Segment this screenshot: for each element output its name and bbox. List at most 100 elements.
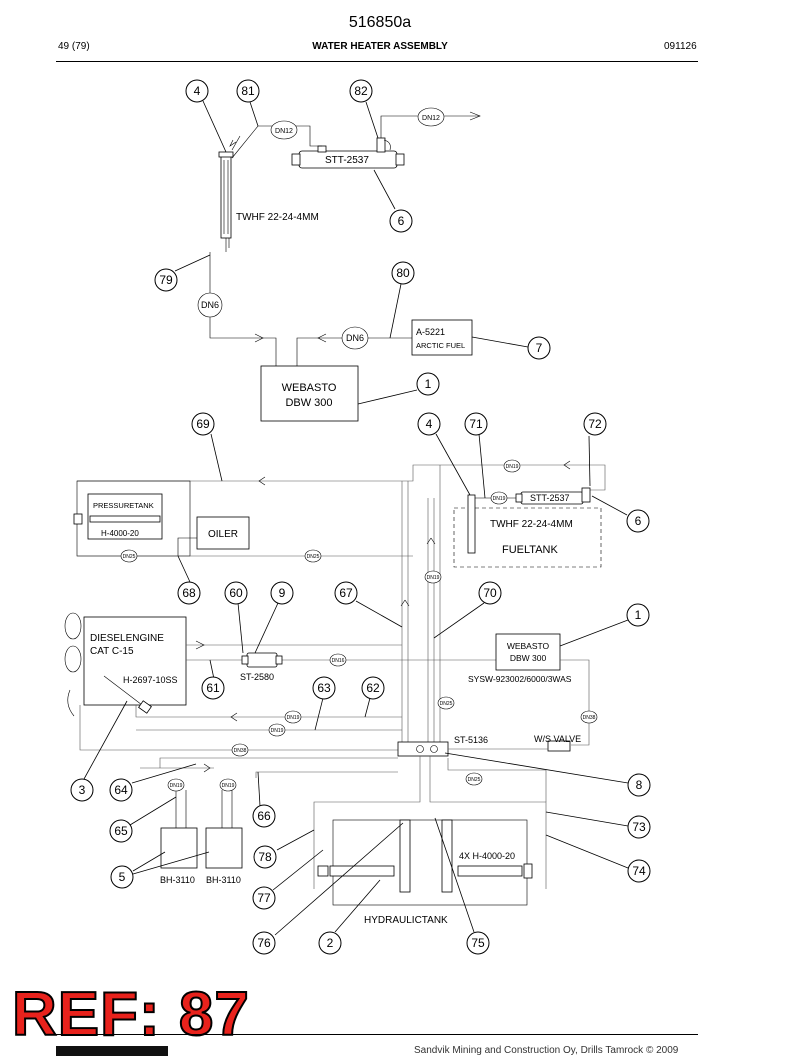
webasto-dbw300-top — [260, 365, 359, 422]
callout-circle — [627, 859, 651, 883]
header-rule — [56, 61, 698, 62]
callout-circle — [527, 336, 551, 360]
page-title: WATER HEATER ASSEMBLY — [312, 41, 448, 52]
callout-circle — [252, 886, 276, 910]
dn16-a: DN16 — [332, 658, 345, 664]
dn12-label-b: DN12 — [422, 115, 440, 122]
callout-circle — [626, 603, 650, 627]
callout-circle — [626, 509, 650, 533]
callout-label: 4 — [426, 417, 433, 431]
callout-label: 76 — [257, 936, 271, 950]
twhf-heater-top — [220, 154, 232, 239]
dn38-a: DN38 — [583, 715, 596, 721]
webasto-top-label-1: WEBASTO — [282, 382, 337, 394]
stt-lower-label: STT-2537 — [530, 493, 570, 503]
oiler-box — [196, 516, 250, 550]
callout-label: 75 — [471, 936, 485, 950]
dn19-a: DN19 — [287, 715, 300, 721]
callout-circle — [583, 412, 607, 436]
callout-circle — [224, 581, 248, 605]
st-2580-valve — [246, 652, 278, 668]
dn19-vert: DN19 — [427, 575, 440, 581]
callout-label: 60 — [229, 586, 243, 600]
h2697-label: H-2697-10SS — [123, 675, 178, 685]
dn6-label-a: DN6 — [201, 300, 219, 310]
fueltank-frame — [453, 507, 602, 568]
callout-circle — [464, 412, 488, 436]
callout-circle — [185, 79, 209, 103]
twhf-heater-lower — [467, 494, 476, 554]
callout-label: 72 — [588, 417, 602, 431]
callout-label: 70 — [483, 586, 497, 600]
callout-circle — [110, 865, 134, 889]
callout-circle — [109, 778, 133, 802]
callout-circle — [416, 372, 440, 396]
dn25-b: DN25 — [307, 554, 320, 560]
callout-label: 78 — [258, 850, 272, 864]
document-date: 091126 — [664, 41, 697, 52]
callout-label: 79 — [159, 273, 173, 287]
callout-label: 65 — [114, 824, 128, 838]
bh3110-b-label: BH-3110 — [206, 875, 241, 885]
callout-label: 61 — [206, 681, 220, 695]
callout-label: 1 — [425, 377, 432, 391]
dn19-stt: DN19 — [493, 496, 506, 502]
callout-label: 8 — [636, 778, 643, 792]
h4000-4x-label: 4X H-4000-20 — [459, 851, 515, 861]
callout-label: 82 — [354, 84, 368, 98]
fueltank-label: FUELTANK — [502, 544, 558, 556]
callout-label: 7 — [536, 341, 543, 355]
callout-circle — [417, 412, 441, 436]
callout-circle — [270, 581, 294, 605]
callout-circle — [627, 815, 651, 839]
dn12-label-a: DN12 — [275, 128, 293, 135]
callout-label: 67 — [339, 586, 353, 600]
callout-label: 66 — [257, 809, 271, 823]
callout-circle — [236, 79, 260, 103]
callout-circle — [349, 79, 373, 103]
callout-label: 6 — [398, 214, 405, 228]
callout-label: 63 — [317, 681, 331, 695]
callout-label: 71 — [469, 417, 483, 431]
sandvik-logo — [56, 1046, 168, 1056]
a5221-label: A-5221 — [416, 327, 445, 337]
callout-circle — [334, 581, 358, 605]
dn19-d: DN19 — [222, 783, 235, 789]
callout-label: 1 — [635, 608, 642, 622]
ws-valve-label: W/S VALVE — [534, 734, 581, 744]
st5136-label: ST-5136 — [454, 735, 488, 745]
callout-circle — [70, 778, 94, 802]
h4000-label: H-4000-20 — [101, 529, 139, 538]
engine-label-1: DIESELENGINE — [90, 633, 164, 644]
callout-label: 73 — [632, 820, 646, 834]
st2580-label: ST-2580 — [240, 672, 274, 682]
dn25-c: DN25 — [440, 701, 453, 707]
callout-circle — [389, 209, 413, 233]
callout-circle — [627, 773, 651, 797]
callout-label: 9 — [279, 586, 286, 600]
callout-circle — [109, 819, 133, 843]
ref-stamp: REF: 87 — [11, 980, 250, 1049]
hydraulic-heater-3 — [329, 865, 395, 877]
lower-system: DN19 PRESSURETANK H-4000-20 DN25 DN25 OI… — [64, 433, 629, 936]
sysw-label: SYSW-923002/6000/3WAS — [468, 674, 572, 684]
arctic-fuel-box — [411, 319, 473, 356]
callout-label: 5 — [119, 870, 126, 884]
top-heater-assembly: TWHF 22-24-4MM STT-2537 DN12 DN12 DN6 DN… — [174, 100, 529, 422]
twhf-lower-label: TWHF 22-24-4MM — [490, 519, 573, 530]
callout-label: 2 — [327, 936, 334, 950]
callout-circle — [466, 931, 490, 955]
callout-label: 74 — [632, 864, 646, 878]
pressuretank-label: PRESSURETANK — [93, 501, 154, 510]
document-number: 516850a — [348, 14, 412, 31]
dn25-d: DN25 — [468, 777, 481, 783]
oiler-label: OILER — [208, 529, 238, 540]
footer-copyright: Sandvik Mining and Construction Oy, Dril… — [414, 1045, 679, 1056]
callout-label: 62 — [366, 681, 380, 695]
callout-circle — [318, 931, 342, 955]
callout-label: 80 — [396, 266, 410, 280]
hydraulictank-box — [332, 819, 528, 906]
dn19-b: DN19 — [271, 728, 284, 734]
bh3110-a-label: BH-3110 — [160, 875, 195, 885]
